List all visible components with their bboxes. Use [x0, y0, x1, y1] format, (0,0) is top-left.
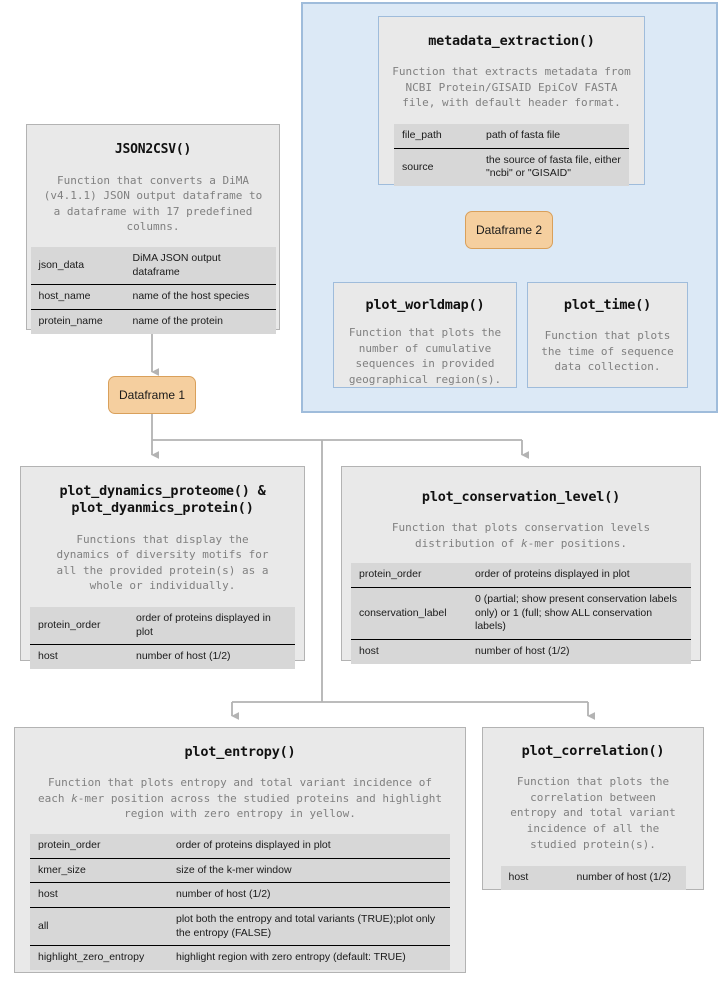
- param-description: highlight region with zero entropy (defa…: [172, 945, 450, 970]
- param-description: number of host (1/2): [172, 882, 450, 908]
- param-name: kmer_size: [30, 857, 172, 883]
- param-name: host: [508, 871, 529, 884]
- pill-dataframe-1-label: Dataframe 1: [118, 388, 186, 402]
- param-row: file_path path of fasta file: [394, 124, 629, 148]
- params-table-plot-dynamics: protein_order order of proteins displayed…: [30, 606, 295, 669]
- param-row: protein_order order of proteins displayed…: [30, 834, 450, 858]
- param-name: host: [30, 882, 172, 908]
- param-description: size of the k-mer window: [172, 857, 450, 883]
- param-name: host_name: [30, 284, 129, 310]
- param-row: protein_order order of proteins displayed…: [30, 607, 295, 645]
- param-row: json_data DiMA JSON output dataframe: [31, 247, 276, 285]
- param-row: host number of host (1/2): [501, 866, 686, 890]
- param-description: order of proteins displayed in plot: [136, 611, 271, 638]
- param-name: highlight_zero_entropy: [30, 945, 172, 970]
- param-description: number of host (1/2): [576, 871, 672, 884]
- param-name: host: [351, 639, 471, 664]
- params-table-plot-entropy: protein_order order of proteins displayed…: [30, 834, 450, 970]
- param-name: json_data: [38, 258, 85, 271]
- param-name: file_path: [402, 129, 442, 142]
- card-plot-dynamics[interactable]: plot_dynamics_proteome() & plot_dyanmics…: [20, 466, 305, 669]
- param-description: order of proteins displayed in plot: [475, 568, 630, 581]
- params-tbody: host number of host (1/2): [501, 866, 686, 890]
- card-json2csv[interactable]: JSON2CSV() Function that converts a DiMA…: [26, 124, 280, 334]
- param-name: all: [30, 907, 172, 946]
- card-title-json2csv: JSON2CSV(): [114, 142, 192, 157]
- card-plot-conservation-level[interactable]: plot_conservation_level() Function that …: [341, 466, 701, 664]
- param-name: conservation_label: [351, 587, 471, 640]
- params-table-plot-conservation-level: protein_order order of proteins displayed…: [351, 563, 691, 664]
- card-plot-correlation[interactable]: plot_correlation() Function that plots t…: [482, 727, 704, 890]
- card-title-plot-time: plot_time(): [563, 297, 652, 313]
- param-description: name of the host species: [128, 284, 276, 310]
- param-description: DiMA JSON output dataframe: [132, 252, 221, 278]
- param-row: protein_order order of proteins displayed…: [351, 563, 691, 587]
- param-name: host: [30, 644, 132, 669]
- card-title-plot-worldmap: plot_worldmap(): [365, 297, 485, 313]
- card-title-plot-conservation-level: plot_conservation_level(): [421, 489, 621, 505]
- param-description: plot both the entropy and total variants…: [172, 907, 450, 946]
- pill-dataframe-2[interactable]: Dataframe 2: [465, 211, 553, 249]
- card-title-plot-entropy: plot_entropy(): [184, 744, 296, 760]
- param-description: 0 (partial; show present conservation la…: [471, 587, 691, 640]
- card-title-metadata-extraction: metadata_extraction(): [428, 33, 595, 49]
- param-name: protein_order: [38, 839, 101, 852]
- params-tbody: protein_order order of proteins displayed…: [351, 563, 691, 664]
- card-title-plot-correlation: plot_correlation(): [521, 743, 665, 759]
- params-tbody: protein_order order of proteins displayed…: [30, 607, 295, 669]
- card-metadata-extraction[interactable]: metadata_extraction() Function that extr…: [378, 16, 645, 187]
- card-plot-entropy[interactable]: plot_entropy() Function that plots entro…: [14, 727, 466, 973]
- param-description: path of fasta file: [486, 129, 561, 142]
- param-name: protein_name: [30, 308, 129, 334]
- card-title-plot-dynamics: plot_dynamics_proteome() & plot_dyanmics…: [59, 483, 266, 517]
- param-name: protein_order: [359, 568, 422, 581]
- params-tbody: protein_order order of proteins displayed…: [30, 834, 450, 970]
- param-description: the source of fasta file, either "ncbi" …: [482, 147, 629, 187]
- param-description: number of host (1/2): [132, 644, 295, 669]
- card-desc-plot-entropy: Function that plots entropy and total va…: [38, 776, 442, 821]
- pill-dataframe-1[interactable]: Dataframe 1: [108, 376, 196, 414]
- card-desc-json2csv: Function that converts a DiMA(v4.1.1) JS…: [43, 173, 263, 234]
- params-table-plot-correlation: host number of host (1/2): [500, 866, 686, 890]
- param-name: source: [394, 147, 482, 187]
- param-description: order of proteins displayed in plot: [176, 839, 331, 852]
- pill-dataframe-2-label: Dataframe 2: [475, 223, 543, 237]
- param-description: number of host (1/2): [471, 639, 691, 664]
- param-description: name of the protein: [128, 308, 276, 334]
- param-name: protein_order: [38, 618, 101, 631]
